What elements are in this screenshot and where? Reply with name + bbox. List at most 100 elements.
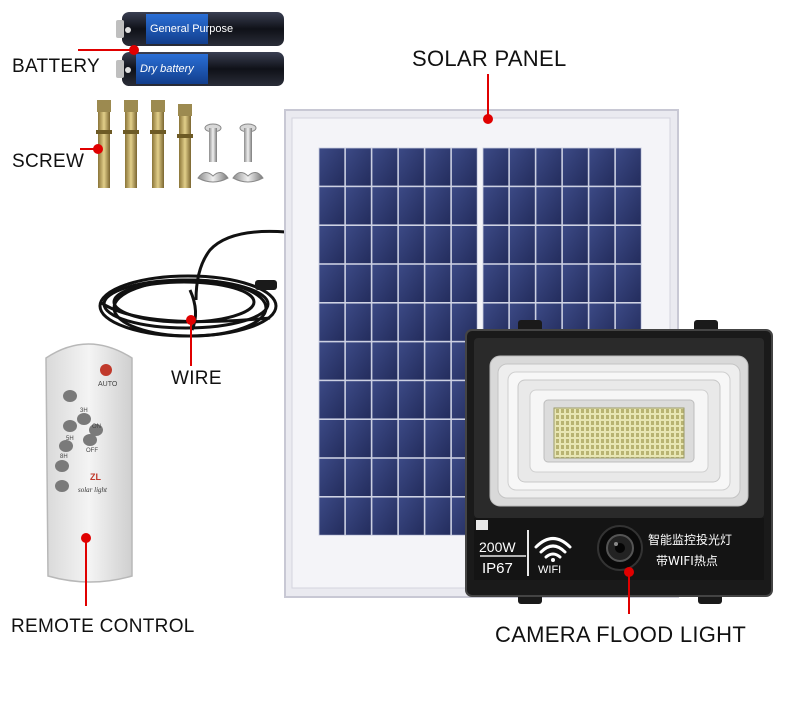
solar-panel-marker-dot [483, 114, 493, 124]
battery-label: BATTERY [12, 56, 100, 77]
solar-cell [588, 147, 616, 187]
solar-cell [371, 496, 399, 536]
screw-set [96, 100, 264, 188]
solar-cell [509, 186, 536, 226]
solar-cell [451, 186, 478, 226]
battery-leader-line [78, 49, 130, 51]
solar-cell [424, 147, 452, 187]
solar-cell [345, 457, 372, 497]
wifi-icon [534, 537, 572, 559]
solar-cell [535, 186, 563, 226]
camera-lens-icon [597, 525, 643, 571]
solar-cell [509, 225, 536, 265]
solar-cell [588, 186, 616, 226]
battery-marker-dot [129, 45, 139, 55]
solar-cell [318, 380, 346, 420]
solar-cell [371, 457, 399, 497]
solar-cell [345, 302, 372, 342]
wire-coil [98, 229, 287, 338]
solar-cell [318, 263, 346, 303]
solar-cell [482, 186, 510, 226]
solar-cell [345, 263, 372, 303]
remote-button-label-5h: 5H [66, 436, 74, 442]
solar-cell [345, 496, 372, 536]
screw-label: SCREW [12, 151, 85, 172]
solar-cell [535, 147, 563, 187]
solar-cell [318, 419, 346, 459]
screw-marker-dot [93, 144, 103, 154]
solar-cell [451, 263, 478, 303]
solar-cell [398, 457, 425, 497]
solar-cell [615, 263, 642, 303]
screw-leader-line [80, 148, 98, 150]
remote-button-label-8h: 8H [60, 454, 68, 460]
solar-cell [424, 186, 452, 226]
solar-cell [424, 496, 452, 536]
flood-light-leader-line [628, 574, 630, 614]
solar-panel-leader-line [487, 74, 489, 116]
solar-cell [451, 147, 478, 187]
solar-cell [509, 147, 536, 187]
solar-cell [371, 341, 399, 381]
remote-button-label-off: OFF [86, 448, 98, 454]
solar-cell [535, 263, 563, 303]
battery-brand-bottom: Dry battery [140, 63, 195, 75]
solar-cell [318, 186, 346, 226]
solar-cell [398, 496, 425, 536]
flood-light-cn-line2: 带WIFI热点 [656, 554, 718, 568]
solar-cell [424, 341, 452, 381]
remote-control [45, 343, 133, 583]
wire-marker-dot [186, 315, 196, 325]
solar-cell [482, 263, 510, 303]
wire-label: WIRE [171, 368, 222, 389]
solar-panel-label: SOLAR PANEL [412, 46, 567, 71]
solar-cell [424, 419, 452, 459]
solar-cell [345, 341, 372, 381]
flood-light-wifi-text: WIFI [538, 564, 561, 576]
solar-cell [318, 147, 346, 187]
solar-cell [615, 147, 642, 187]
wire-leader-line [190, 322, 192, 366]
solar-cell [318, 225, 346, 265]
remote-brand: ZL [90, 472, 101, 482]
solar-cell [371, 302, 399, 342]
solar-cell [424, 225, 452, 265]
solar-cell [562, 225, 589, 265]
flood-light-marker-dot [624, 567, 634, 577]
solar-cell [562, 263, 589, 303]
solar-cell [562, 186, 589, 226]
solar-cell [482, 225, 510, 265]
wire-connector [255, 280, 277, 290]
solar-cell [398, 419, 425, 459]
solar-cell [509, 263, 536, 303]
flood-light-rating: IP67 [482, 560, 513, 577]
remote-control-label: REMOTE CONTROL [11, 616, 195, 637]
solar-cell [345, 419, 372, 459]
remote-marker-dot [81, 533, 91, 543]
battery-brand-top: General Purpose [150, 23, 233, 35]
solar-cell [398, 147, 425, 187]
flood-light-cn-line1: 智能监控投光灯 [648, 532, 732, 547]
solar-cell [562, 147, 589, 187]
solar-cell [398, 341, 425, 381]
remote-button-label-auto: AUTO [98, 381, 118, 388]
solar-cell [424, 380, 452, 420]
camera-flood-light [465, 320, 773, 604]
solar-cell [345, 147, 372, 187]
solar-cell [318, 302, 346, 342]
solar-cell [371, 380, 399, 420]
solar-cell [588, 225, 616, 265]
remote-button-label-3h: 3H [80, 408, 88, 414]
solar-cell [371, 263, 399, 303]
solar-cell [424, 263, 452, 303]
solar-cell [345, 225, 372, 265]
solar-cell [451, 225, 478, 265]
solar-cell [535, 225, 563, 265]
solar-cell [424, 302, 452, 342]
solar-cell [371, 419, 399, 459]
solar-cell [318, 341, 346, 381]
solar-cell [398, 186, 425, 226]
solar-cell [398, 263, 425, 303]
battery-pair [116, 12, 284, 86]
